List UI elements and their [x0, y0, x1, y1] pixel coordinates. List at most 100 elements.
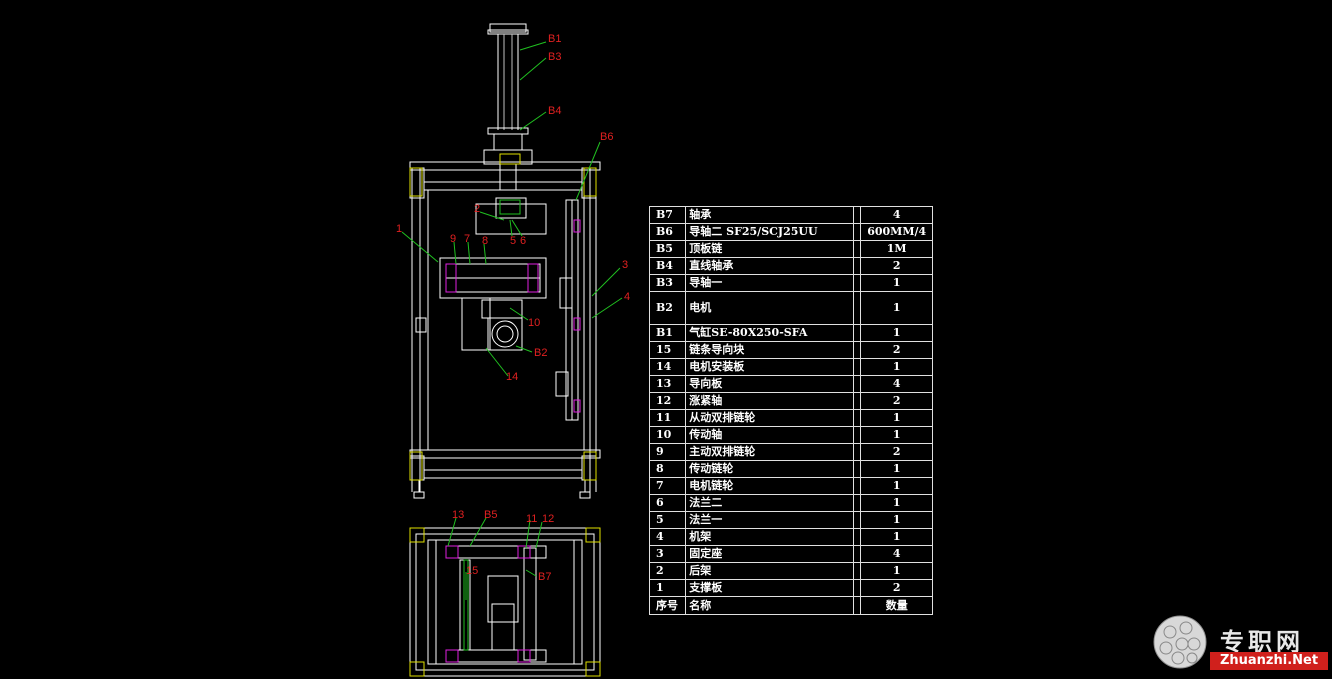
callout-B4: B4: [548, 105, 561, 117]
bom-cell-qty: 4: [860, 545, 933, 563]
bom-cell-spacer: [852, 358, 862, 376]
bom-cell-name: 直线轴承: [685, 257, 854, 275]
watermark-en: Zhuanzhi.Net: [1210, 652, 1328, 670]
bom-cell-name: 顶板链: [685, 240, 854, 258]
bom-cell-no: 13: [648, 375, 687, 393]
bom-cell-qty: 2: [860, 579, 933, 597]
bom-cell-qty: 4: [860, 375, 933, 393]
bom-cell-no: 2: [648, 562, 687, 580]
bom-cell-name: 电机安装板: [685, 358, 854, 376]
bom-cell-no: 14: [648, 358, 687, 376]
bom-cell-spacer: [852, 392, 862, 410]
bom-cell-name: 导轴二 SF25/SCJ25UU: [685, 223, 854, 241]
bom-cell-qty: 1: [860, 460, 933, 478]
bom-cell-name: 后架: [685, 562, 854, 580]
callout-14: 14: [506, 371, 518, 383]
bom-cell-spacer: [852, 291, 862, 325]
bom-cell-qty: 1M: [860, 240, 933, 258]
bom-cell-spacer: [852, 375, 862, 393]
callout-8: 8: [482, 235, 488, 247]
callout-B3: B3: [548, 51, 561, 63]
front-view: [409, 23, 601, 499]
callout-B1: B1: [548, 33, 561, 45]
bom-cell-no: 1: [648, 579, 687, 597]
front-accents: [409, 153, 597, 481]
bom-cell-qty: 1: [860, 324, 933, 342]
bom-cell-qty: 2: [860, 257, 933, 275]
bom-header-no: 序号: [648, 596, 687, 615]
bom-cell-name: 法兰一: [685, 511, 854, 529]
callout-B7: B7: [538, 571, 551, 583]
bom-cell-name: 固定座: [685, 545, 854, 563]
bom-cell-no: B1: [648, 324, 687, 342]
bom-cell-name: 涨紧轴: [685, 392, 854, 410]
bom-cell-name: 机架: [685, 528, 854, 546]
bom-header-row: 序号名称数量: [648, 596, 933, 615]
plan-accents: [409, 527, 601, 677]
bom-cell-no: 15: [648, 341, 687, 359]
bom-cell-no: B5: [648, 240, 687, 258]
bom-header-qty: 数量: [860, 596, 933, 615]
bom-cell-qty: 600MM/4: [860, 223, 933, 241]
bom-cell-name: 链条导向块: [685, 341, 854, 359]
bom-cell-qty: 4: [860, 206, 933, 224]
bom-cell-qty: 1: [860, 274, 933, 292]
bom-cell-spacer: [852, 477, 862, 495]
bom-cell-name: 电机链轮: [685, 477, 854, 495]
bom-cell-spacer: [852, 206, 862, 224]
bom-cell-qty: 1: [860, 358, 933, 376]
bom-cell-no: B4: [648, 257, 687, 275]
bom-cell-qty: 2: [860, 443, 933, 461]
bom-cell-no: 9: [648, 443, 687, 461]
callout-7: 7: [464, 233, 470, 245]
callout-12: 12: [542, 513, 554, 525]
callouts: B1 B3 B4 B6 1 2 5 6 9 7 8 3 4 10 B2 14 1…: [396, 33, 630, 583]
bom-cell-qty: 1: [860, 511, 933, 529]
bom-cell-name: 轴承: [685, 206, 854, 224]
bom-cell-spacer: [852, 240, 862, 258]
bom-cell-no: 7: [648, 477, 687, 495]
callout-9: 9: [450, 233, 456, 245]
bom-cell-qty: 2: [860, 392, 933, 410]
bom-cell-spacer: [852, 528, 862, 546]
bom-cell-qty: 1: [860, 528, 933, 546]
bom-cell-qty: 1: [860, 494, 933, 512]
bom-cell-name: 导轴一: [685, 274, 854, 292]
callout-B2: B2: [534, 347, 547, 359]
bom-cell-spacer: [852, 341, 862, 359]
callout-4: 4: [624, 291, 630, 303]
bom-cell-no: 3: [648, 545, 687, 563]
leader-lines: [401, 41, 623, 600]
callout-1: 1: [396, 223, 402, 235]
bom-cell-no: 4: [648, 528, 687, 546]
bom-cell-qty: 2: [860, 341, 933, 359]
bom-cell-name: 支撑板: [685, 579, 854, 597]
plan-view: [409, 527, 601, 677]
bom-cell-spacer: [852, 409, 862, 427]
bom-header-name: 名称: [685, 596, 854, 615]
bom-cell-spacer: [852, 562, 862, 580]
bom-cell-no: B2: [648, 291, 687, 325]
bom-cell-qty: 1: [860, 426, 933, 444]
